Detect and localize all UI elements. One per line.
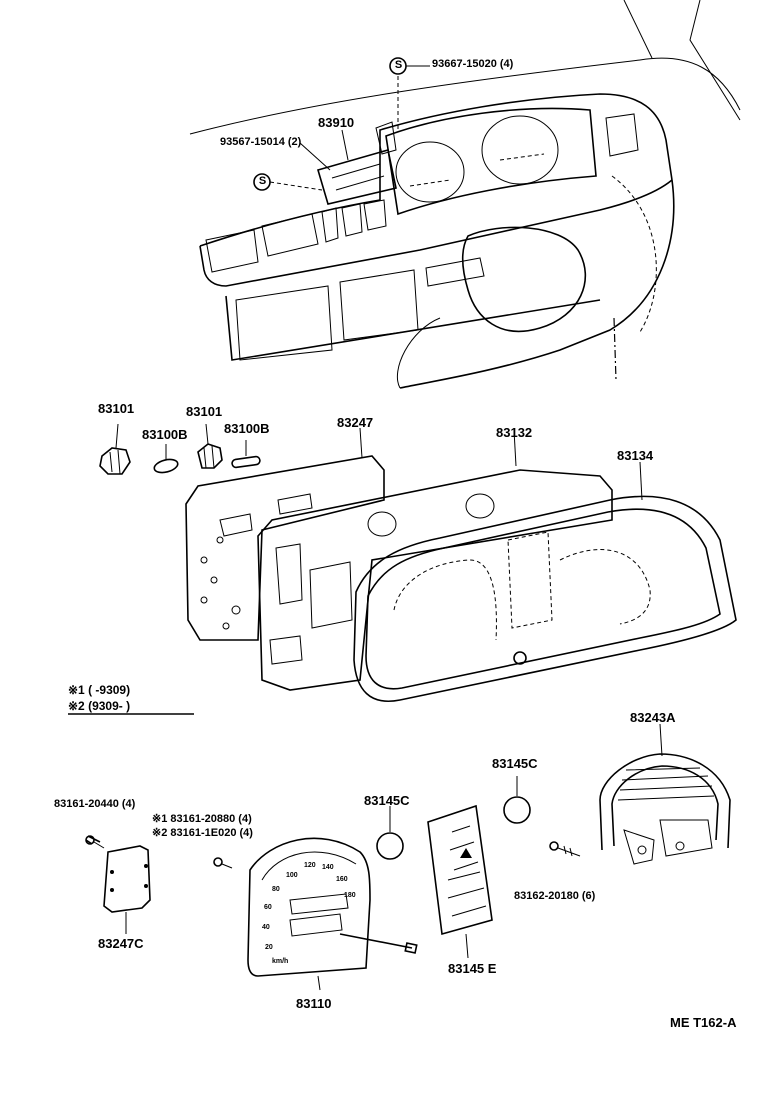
part-label-83110: 83110 (296, 996, 332, 1011)
part-label-83100b-left: 83100B (142, 427, 188, 442)
part-label-83145c-left: 83145C (364, 793, 410, 808)
part-label-83247: 83247 (337, 415, 374, 430)
speedo-tick: 80 (272, 886, 280, 893)
note-mark-2: ※2 (152, 827, 168, 839)
speedo-tick: 100 (286, 872, 298, 879)
meter-83247c (103, 845, 151, 934)
speedometer-83110 (247, 837, 418, 991)
note-mark-1: ※1 (152, 813, 168, 825)
legend-row-2-range: (9309- ) (88, 699, 131, 713)
speedo-tick: 40 (262, 924, 270, 931)
part-label-83162-20180: 83162-20180 (6) (514, 890, 596, 902)
bulb-sockets (99, 423, 261, 475)
legend-row-2-mark: ※2 (68, 699, 85, 713)
legend-row-1-range: ( -9309) (88, 683, 131, 697)
warning-plate-83145e (427, 804, 493, 959)
speedo-tick: 120 (304, 862, 316, 869)
cluster-case-83132 (257, 429, 613, 691)
part-label-83145e: 83145 E (448, 961, 497, 976)
speedo-tick: 20 (265, 944, 273, 951)
cluster-lens-83134 (353, 461, 737, 702)
part-label-83247c: 83247C (98, 936, 144, 951)
part-label-83161-1e020: ※2 83161-1E020 (4) (152, 828, 253, 839)
part-label-93567-15014: 93567-15014 (2) (220, 136, 302, 148)
legend-row-2: ※2 (9309- ) (68, 700, 130, 712)
part-label-93667-15020: 93667-15020 (4) (432, 58, 514, 70)
screw-badge-left (253, 173, 271, 191)
screw-badge-left-letter: S (258, 175, 267, 187)
printed-circuit-plate-83247 (185, 427, 385, 641)
screw-badge-top (389, 57, 407, 75)
part-label-83161-20440: 83161-20440 (4) (54, 798, 136, 810)
speedo-tick: 140 (322, 864, 334, 871)
part-number-83161-1e020: 83161-1E020 (4) (170, 827, 253, 839)
part-label-83910: 83910 (318, 115, 355, 130)
part-label-83161-20880: ※1 83161-20880 (4) (152, 814, 252, 825)
speedo-tick: 60 (264, 904, 272, 911)
part-label-83101-left: 83101 (98, 401, 135, 416)
part-label-83101-right: 83101 (186, 404, 223, 419)
part-number-83161-20880: 83161-20880 (4) (170, 813, 252, 825)
lens-plates-83145c (376, 776, 531, 860)
part-label-83134: 83134 (617, 448, 654, 463)
legend-row-1-mark: ※1 (68, 683, 85, 697)
screws-bottom (85, 835, 581, 869)
diagram-code: ME T162-A (670, 1015, 737, 1030)
speedo-tick: 160 (336, 876, 348, 883)
speedo-tick: 180 (344, 892, 356, 899)
screw-badge-top-letter: S (394, 59, 403, 71)
part-label-83132: 83132 (496, 425, 533, 440)
speedo-unit: km/h (272, 958, 289, 965)
part-label-83145c-right: 83145C (492, 756, 538, 771)
top-leader-lines (269, 65, 430, 191)
part-label-83100b-right: 83100B (224, 421, 270, 436)
part-label-83243a: 83243A (630, 710, 676, 725)
legend-row-1: ※1 ( -9309) (68, 684, 130, 696)
dial-plate-83243a (599, 723, 731, 865)
dashboard-illustration (189, 0, 741, 389)
